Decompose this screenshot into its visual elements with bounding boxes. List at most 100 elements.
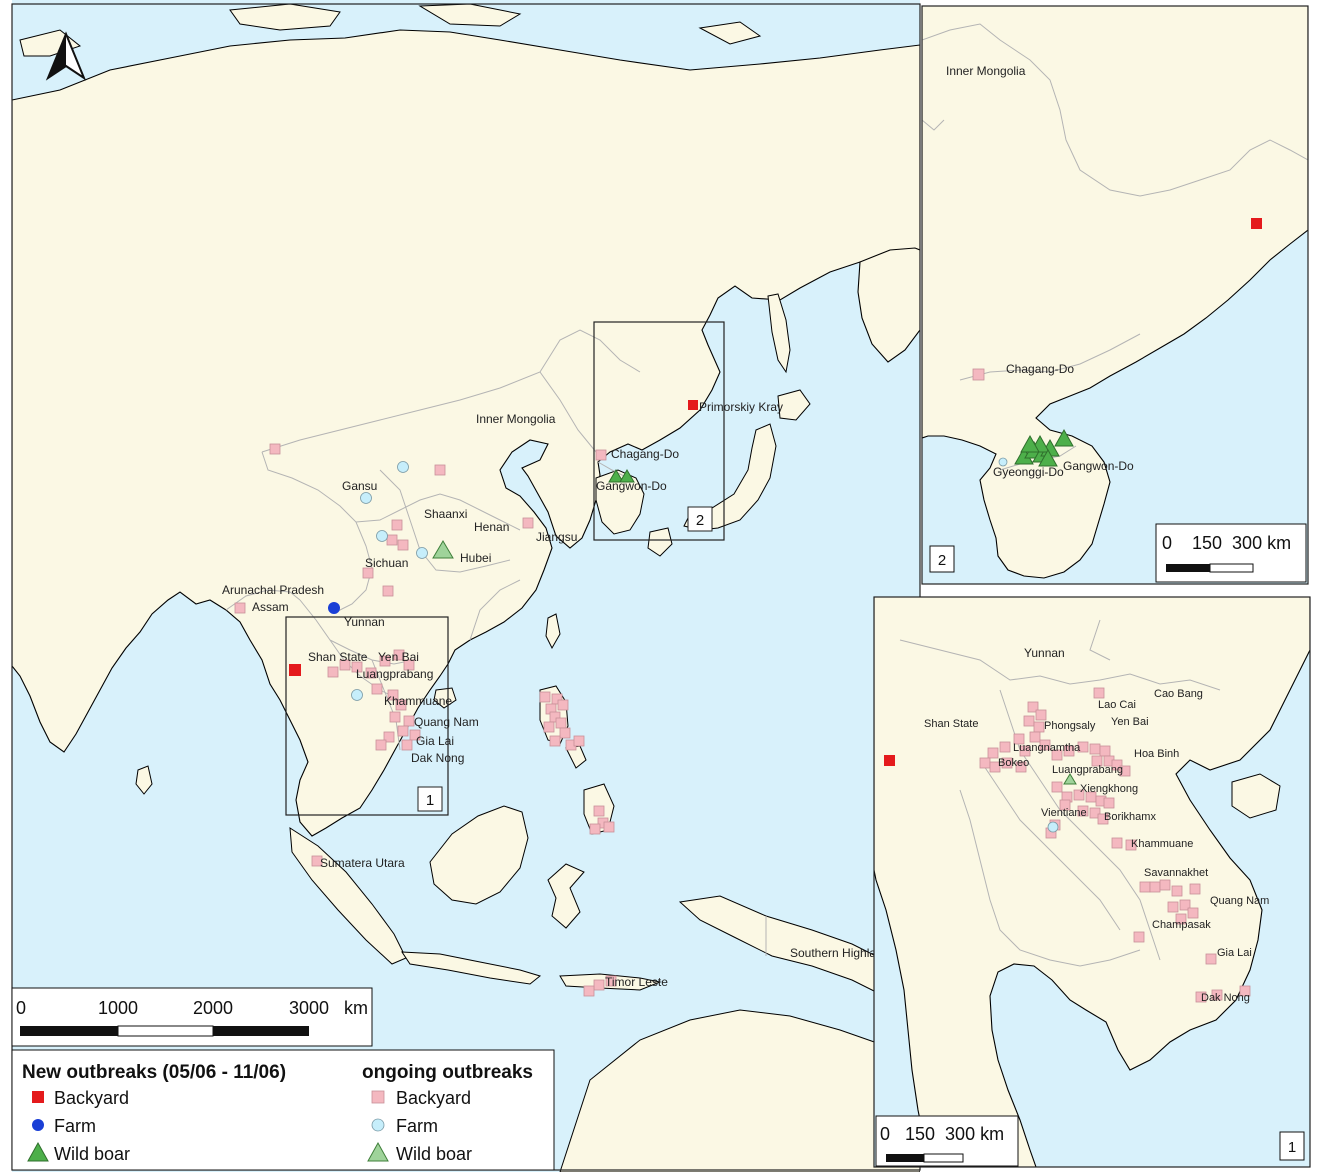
backyard-ongoing-marker — [1125, 839, 1137, 851]
backyard-ongoing-marker — [551, 693, 563, 705]
backyard-ongoing-marker — [1119, 765, 1131, 777]
farm-ongoing-marker — [416, 547, 428, 559]
backyard-ongoing-marker — [403, 659, 415, 671]
backyard-ongoing-marker — [1077, 805, 1089, 817]
inset1-label-quang-nam: Quang Nam — [1210, 895, 1269, 907]
backyard-ongoing-marker — [1111, 837, 1123, 849]
inset1-label-dak-nong: Dak Nong — [1201, 992, 1250, 1004]
scale-tick-2000: 2000 — [193, 998, 233, 1018]
backyard-ongoing-marker — [557, 699, 569, 711]
backyard-ongoing-marker — [603, 821, 615, 833]
backyard-ongoing-marker — [543, 721, 555, 733]
borneo — [429, 805, 529, 905]
label-arunachal-pradesh: Arunachal Pradesh — [222, 583, 324, 597]
inset1-label-shan-state: Shan State — [924, 718, 978, 730]
backyard-ongoing-marker — [1149, 881, 1161, 893]
backyard-ongoing-marker — [1159, 879, 1171, 891]
inset1-label-khammuane: Khammuane — [1131, 838, 1193, 850]
backyard-ongoing-marker — [1133, 931, 1145, 943]
backyard-new-marker — [289, 664, 301, 676]
wildboar-new-marker — [608, 469, 624, 483]
box-number-2-frame — [687, 506, 713, 532]
backyard-ongoing-marker — [1211, 989, 1223, 1001]
australia — [559, 1009, 920, 1172]
province-borders — [225, 329, 641, 751]
north-arrow-icon — [45, 31, 87, 81]
label-hubei: Hubei — [460, 551, 491, 565]
backyard-new-marker — [1251, 218, 1262, 229]
legend-farm-ongoing-symbol — [371, 1118, 385, 1132]
legend-new-title: New outbreaks (05/06 - 11/06) — [22, 1062, 286, 1083]
label-khammuane: Khammuane — [384, 694, 452, 708]
backyard-ongoing-marker — [1179, 899, 1191, 911]
inset1-label-borikhamx: Borikhamx — [1104, 811, 1156, 823]
inset1-number: 1 — [1288, 1139, 1296, 1156]
wildboar-ongoing-marker — [432, 540, 454, 559]
scalebar-inset1-white — [923, 1153, 964, 1163]
backyard-ongoing-marker — [1033, 721, 1045, 733]
scalebar-inset2-text: 0 150 300 km — [1162, 533, 1291, 553]
inset2-label-chagang-do: Chagang-Do — [1006, 362, 1074, 376]
sulawesi — [547, 863, 585, 929]
backyard-ongoing-marker — [1187, 907, 1199, 919]
scalebar-inset1-text: 0 150 300 km — [880, 1124, 1004, 1144]
scale-tick-1000: 1000 — [98, 998, 138, 1018]
backyard-ongoing-marker — [339, 659, 351, 671]
inset2-frame — [921, 5, 1309, 585]
label-timor-leste: Timor Leste — [605, 975, 668, 989]
backyard-ongoing-marker — [1139, 881, 1151, 893]
label-sichuan: Sichuan — [365, 556, 408, 570]
backyard-ongoing-marker — [234, 602, 246, 614]
backyard-ongoing-marker — [1239, 985, 1251, 997]
inset-map-2: Inner Mongolia Chagang-Do Gyeonggi-Do Ga… — [922, 6, 1308, 584]
backyard-ongoing-marker — [1013, 733, 1025, 745]
backyard-ongoing-marker — [989, 761, 1001, 773]
scale-tick-3000: 3000 — [289, 998, 329, 1018]
scale-tick-0: 0 — [16, 998, 26, 1018]
legend-ongoing-backyard: Backyard — [396, 1088, 471, 1108]
backyard-ongoing-marker — [595, 449, 607, 461]
inset1-number-frame — [1279, 1131, 1305, 1161]
label-yen-bai: Yen Bai — [378, 650, 419, 664]
label-primorskiy-kray: Primorskiy Kray — [699, 400, 783, 414]
backyard-ongoing-marker — [1111, 759, 1123, 771]
wildboar-ongoing-marker — [1063, 773, 1077, 785]
legend-wildboar-new-symbol — [27, 1141, 49, 1162]
farm-ongoing-marker — [397, 461, 409, 473]
inset2-label-inner-mongolia: Inner Mongolia — [946, 64, 1026, 78]
inset1-label-hoa-binh: Hoa Binh — [1134, 748, 1179, 760]
inset1-label-luangprabang: Luangprabang — [1052, 764, 1123, 776]
backyard-ongoing-marker — [1093, 687, 1105, 699]
backyard-ongoing-marker — [999, 741, 1011, 753]
arctic-islands — [19, 3, 762, 57]
backyard-ongoing-marker — [979, 757, 991, 769]
backyard-ongoing-marker — [362, 567, 374, 579]
backyard-ongoing-marker — [1063, 745, 1075, 757]
legend-backyard-ongoing-symbol — [371, 1090, 385, 1104]
backyard-ongoing-marker — [589, 823, 601, 835]
label-yunnan: Yunnan — [344, 615, 385, 629]
backyard-ongoing-marker — [393, 649, 405, 661]
backyard-ongoing-marker — [351, 661, 363, 673]
backyard-new-marker — [688, 400, 698, 410]
inset2-wildboar-markers — [1014, 428, 1074, 467]
label-shan-state: Shan State — [308, 650, 368, 664]
ongoing-backyard-markers — [234, 443, 617, 997]
label-sumatera-utara: Sumatera Utara — [320, 856, 405, 870]
scalebar-inset1-black — [886, 1154, 924, 1162]
backyard-ongoing-marker — [1089, 743, 1101, 755]
inset1-label-cao-bang: Cao Bang — [1154, 688, 1203, 700]
inset1-label-luangnamtha: Luangnamtha — [1013, 742, 1081, 754]
inset-map-1: Yunnan Cao Bang Lao Cai Shan State Phong… — [874, 597, 1310, 1167]
backyard-ongoing-marker — [434, 464, 446, 476]
label-assam: Assam — [252, 600, 289, 614]
backyard-ongoing-marker — [1035, 709, 1047, 721]
backyard-ongoing-marker — [1175, 913, 1187, 925]
backyard-ongoing-marker — [1189, 883, 1201, 895]
label-southern-highlands: Southern Highla — [790, 946, 876, 960]
backyard-ongoing-marker — [389, 711, 401, 723]
backyard-ongoing-marker — [593, 805, 605, 817]
inset1-frame — [873, 596, 1311, 1168]
backyard-ongoing-marker — [605, 975, 617, 987]
backyard-ongoing-marker — [1097, 813, 1109, 825]
